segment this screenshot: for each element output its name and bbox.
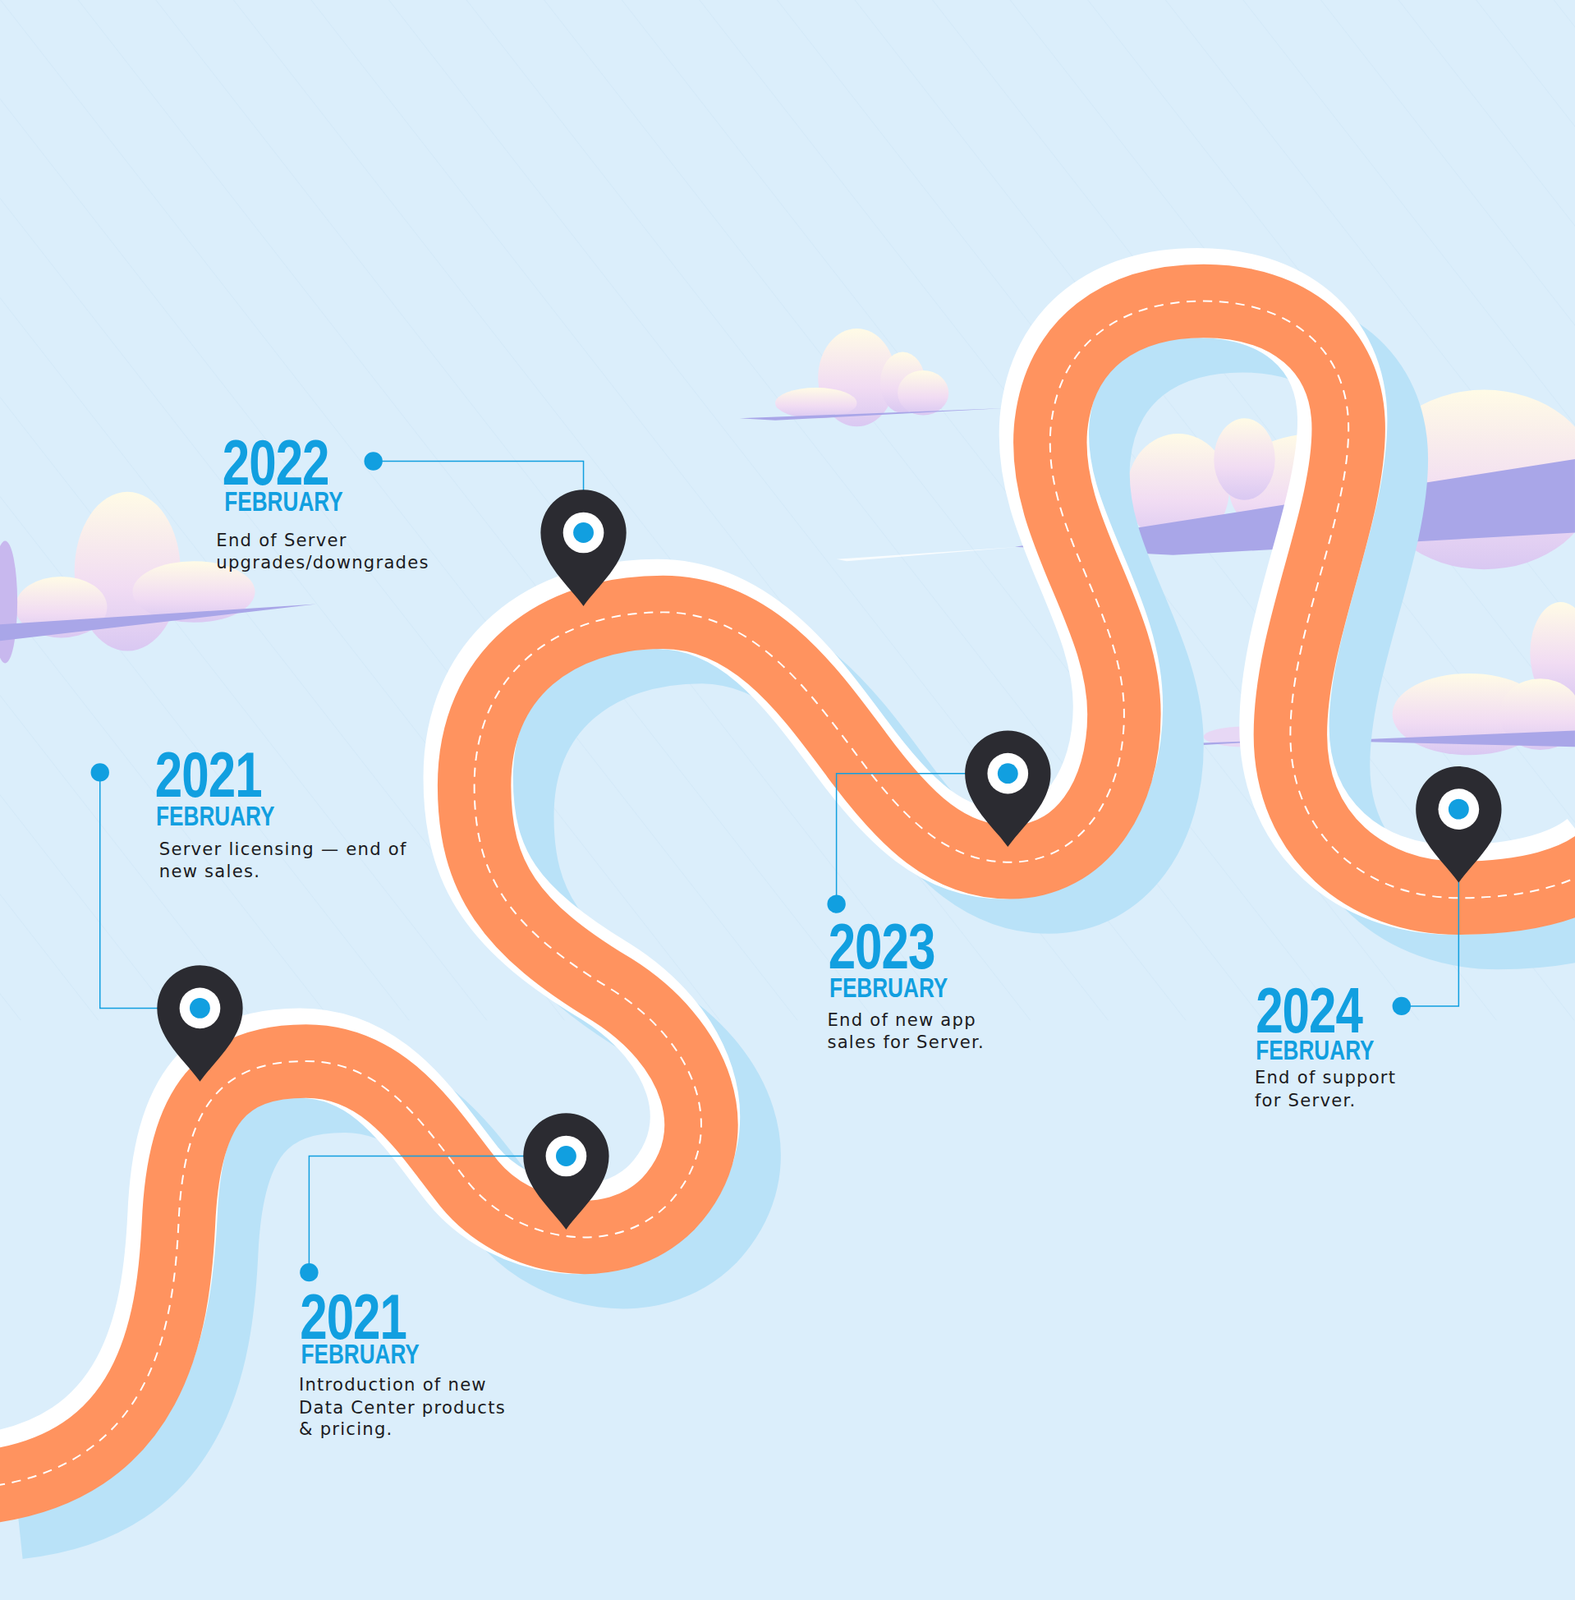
leader-line [100, 461, 1460, 1273]
milestone-month: FEBRUARY [300, 1339, 419, 1369]
milestone-description: End of new app sales for Server. [826, 1009, 1003, 1053]
milestone-year: 2022 [222, 431, 330, 495]
milestone-month: FEBRUARY [156, 801, 275, 831]
milestone-year: 2023 [828, 914, 936, 979]
cloud [0, 491, 317, 664]
cloud [739, 328, 1006, 427]
winding-road [0, 293, 1575, 1519]
milestone-month: FEBRUARY [224, 487, 343, 517]
leader-dot [91, 451, 1411, 1282]
milestone-year: 2024 [1255, 979, 1363, 1043]
milestone-description: End of Server upgrades/downgrades [215, 529, 466, 574]
milestone-description: End of support for Server. [1254, 1066, 1424, 1111]
milestone-month: FEBRUARY [829, 973, 948, 1002]
milestone-description: Server licensing — end of new sales. [159, 838, 413, 882]
milestone-year: 2021 [155, 743, 262, 808]
milestone-description: Introduction of new Data Center products… [298, 1373, 515, 1440]
cloud [836, 390, 1575, 570]
milestone-month: FEBRUARY [1255, 1035, 1374, 1065]
map-pin [156, 489, 1502, 1230]
